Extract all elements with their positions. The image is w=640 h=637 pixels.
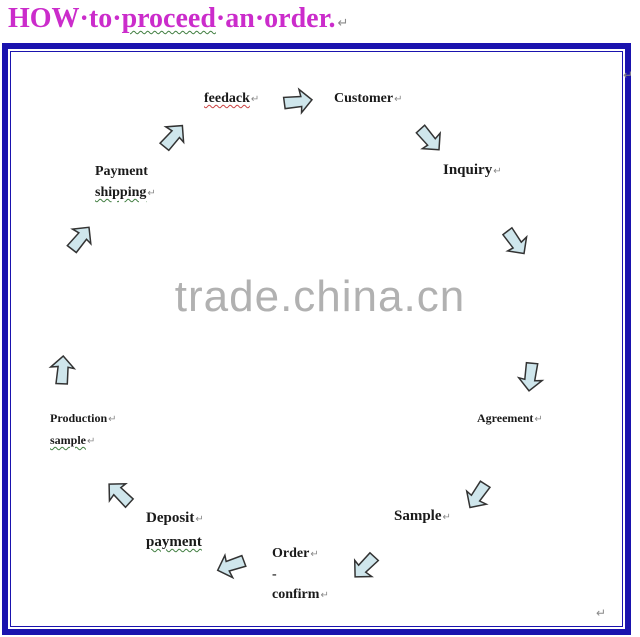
flow-label-sample: Sample↵ <box>394 506 451 528</box>
flow-arrow-icon <box>60 218 99 258</box>
flow-label-text: Deposit <box>146 510 195 526</box>
flow-label-text: Payment <box>95 164 148 179</box>
page-title: HOW·to·proceed·an·order.↵ <box>8 3 348 35</box>
flow-label-deposit-payment: Deposit↵ payment <box>146 507 204 553</box>
watermark-text: trade.china.cn <box>174 272 466 321</box>
flow-label-line: Inquiry↵ <box>443 160 502 182</box>
flow-arrow-icon <box>213 549 250 583</box>
flow-label-line: shipping↵ <box>95 182 156 204</box>
flow-label-text: Inquiry <box>443 162 493 178</box>
flow-arrow-icon <box>48 354 77 386</box>
paragraph-return-icon: ↵ <box>147 188 156 199</box>
flow-label-line: Payment <box>95 161 156 182</box>
flow-label-line: Agreement↵ <box>477 409 543 429</box>
paragraph-return-icon: ↵ <box>310 549 319 560</box>
flow-label-text: Customer <box>334 91 394 106</box>
flow-label-customer: Customer↵ <box>334 89 403 110</box>
paragraph-return-icon: ↵ <box>250 94 260 105</box>
paragraph-return-icon: ↵ <box>596 606 607 620</box>
flow-label-text: Sample <box>394 508 442 524</box>
flow-label-production-sample: Production↵sample↵ <box>50 408 117 452</box>
flow-label-line: Sample↵ <box>394 506 451 528</box>
flow-label-inquiry: Inquiry↵ <box>443 160 502 182</box>
page-title-text-wavy: proceed <box>121 3 216 34</box>
diagram-frame-inner-line <box>10 51 623 627</box>
flow-arrow-icon <box>282 87 314 116</box>
flow-arrow-icon <box>516 360 546 393</box>
flow-label-line: sample↵ <box>50 430 117 452</box>
paragraph-return-icon: ↵ <box>108 414 117 425</box>
flow-label-feedack: feedack↵ <box>204 89 259 110</box>
flow-label-text: shipping <box>95 185 147 200</box>
flow-label-line: - <box>272 565 329 585</box>
flow-label-text: confirm <box>272 587 320 602</box>
flow-arrow-icon <box>410 119 449 159</box>
paragraph-return-icon: ↵ <box>394 94 403 105</box>
flow-label-text: - <box>272 567 277 582</box>
flow-label-line: Production↵ <box>50 408 117 430</box>
flow-label-text: sample <box>50 433 86 447</box>
paragraph-return-icon: ↵ <box>442 512 451 523</box>
flow-label-text: feedack <box>204 91 250 106</box>
flow-arrow-icon <box>99 474 139 514</box>
flow-label-payment-shipping: Payment shipping↵ <box>95 161 156 204</box>
paragraph-return-icon: ↵ <box>337 15 349 30</box>
flow-label-line: feedack↵ <box>204 89 259 110</box>
flow-arrow-icon <box>497 222 536 261</box>
paragraph-return-icon: ↵ <box>87 436 96 447</box>
flow-label-line: payment <box>146 531 204 553</box>
flow-arrow-icon <box>153 116 192 156</box>
flow-arrow-icon <box>459 476 498 515</box>
paragraph-return-icon: ↵ <box>623 68 634 82</box>
flow-label-line: Deposit↵ <box>146 507 204 531</box>
flow-label-text: Order <box>272 546 310 561</box>
flow-label-line: Customer↵ <box>334 89 403 110</box>
flow-label-order-confirm: Order↵-confirm↵ <box>272 544 329 606</box>
flow-label-text: Agreement <box>477 411 534 425</box>
flow-label-text: Production <box>50 411 108 425</box>
page-title-text-post: ·an·order. <box>215 3 336 34</box>
paragraph-return-icon: ↵ <box>493 166 502 177</box>
flow-label-agreement: Agreement↵ <box>477 409 543 429</box>
flow-label-line: Order↵ <box>272 544 329 565</box>
flow-arrow-icon <box>345 547 385 587</box>
paragraph-return-icon: ↵ <box>195 514 204 525</box>
paragraph-return-icon: ↵ <box>320 590 329 601</box>
diagram-frame <box>2 43 631 635</box>
paragraph-return-icon: ↵ <box>534 414 543 425</box>
flow-label-text: payment <box>146 534 202 550</box>
page-title-text-pre: HOW·to· <box>8 3 122 34</box>
flow-label-line: confirm↵ <box>272 585 329 606</box>
